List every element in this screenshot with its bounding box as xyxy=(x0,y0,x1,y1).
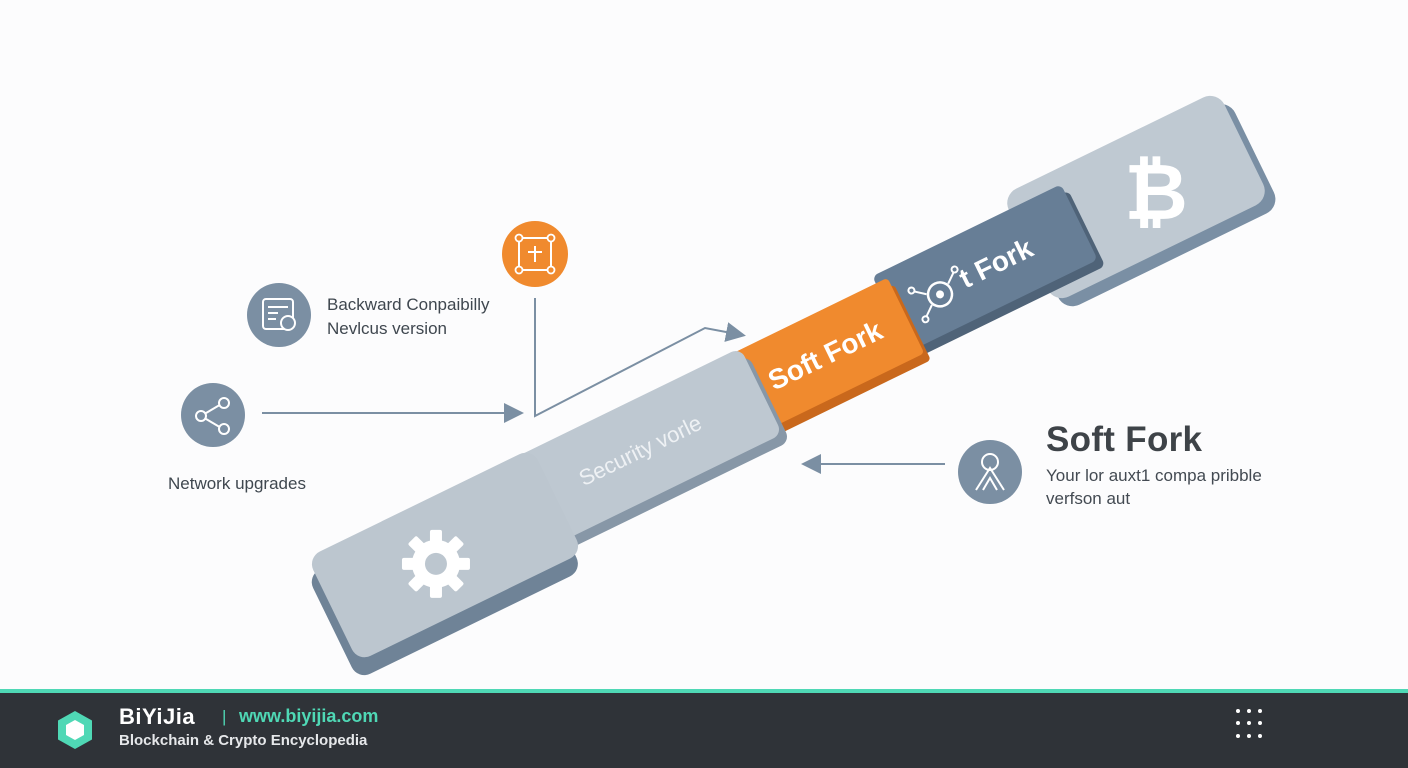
brand-logo-icon xyxy=(58,711,92,749)
svg-text:₿: ₿ xyxy=(1124,148,1188,238)
soft-fork-orange-block: Soft Fork xyxy=(727,279,930,438)
brand-separator: | xyxy=(222,707,227,726)
soft-fork-title: Soft Fork xyxy=(1046,420,1203,459)
soft-fork-description: Your lor auxt1 compa pribble verfson aut xyxy=(1046,464,1262,510)
circuit-icon xyxy=(907,265,959,324)
node-square-icon xyxy=(502,221,568,287)
diagram-canvas: ₿ t Fork Soft Fork xyxy=(168,95,1276,676)
footer-accent-line xyxy=(0,689,1408,693)
diagram-svg: ₿ t Fork Soft Fork xyxy=(181,95,1276,676)
soft-fork-desc-line2: verfson aut xyxy=(1046,489,1131,508)
person-icon xyxy=(958,440,1022,504)
grid-menu-icon[interactable] xyxy=(1236,709,1266,739)
footer-bar xyxy=(0,693,1408,768)
security-block: Security vorle xyxy=(500,351,787,557)
gear-icon xyxy=(401,529,470,598)
connector-lines xyxy=(262,298,945,474)
document-coin-icon xyxy=(247,283,311,347)
gear-block xyxy=(311,452,579,676)
backward-label-line1: Backward Conpaibilly xyxy=(327,295,490,314)
backward-label-line2: Nevlcus version xyxy=(327,319,447,338)
brand-name: BiYiJia xyxy=(119,704,196,729)
brand-tagline: Blockchain & Crypto Encyclopedia xyxy=(119,732,368,749)
brand-url-link[interactable]: www.biyijia.com xyxy=(239,706,379,726)
network-upgrades-label: Network upgrades xyxy=(168,474,306,493)
soft-fork-dark-block: t Fork xyxy=(874,186,1104,357)
network-share-icon xyxy=(181,383,245,447)
soft-fork-desc-line1: Your lor auxt1 compa pribble xyxy=(1046,466,1262,485)
bitcoin-icon: ₿ xyxy=(1124,148,1188,238)
